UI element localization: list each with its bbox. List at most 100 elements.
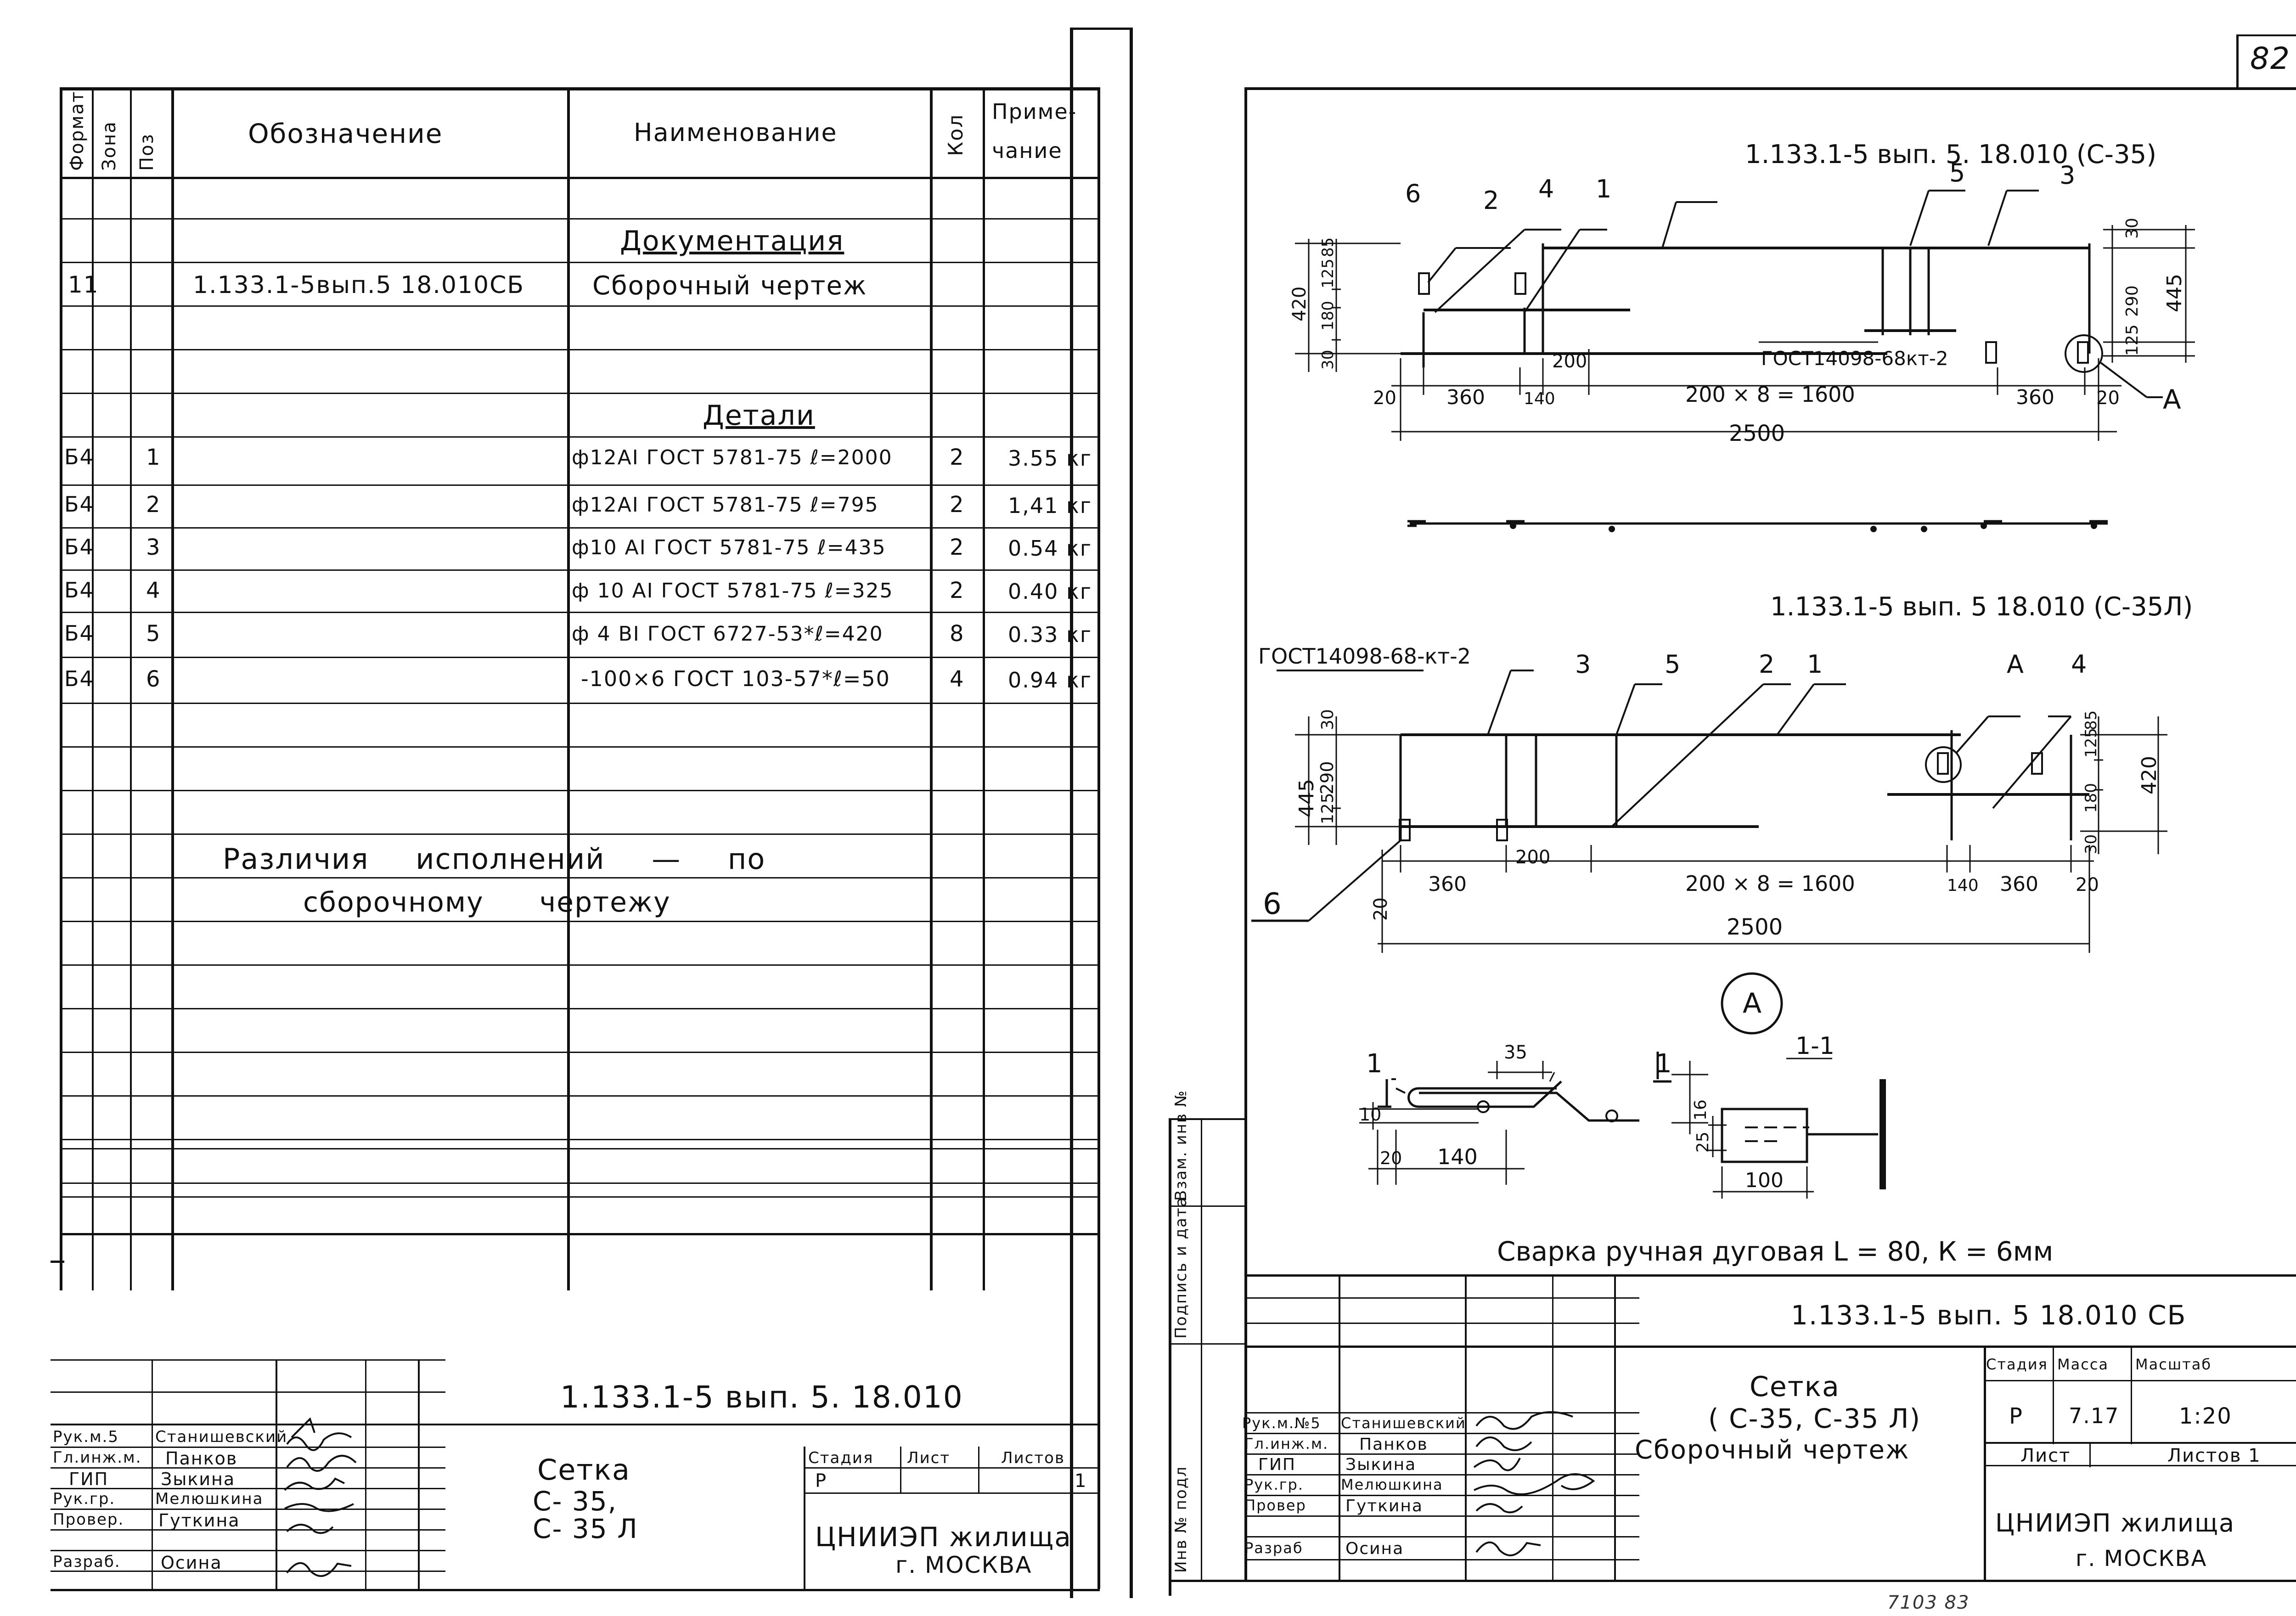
detail-format: Б4 — [64, 445, 94, 469]
view-2-mesh — [1251, 670, 2089, 922]
detail-qty: 8 — [950, 621, 965, 647]
dim-text: 200 — [1515, 847, 1550, 868]
dim-text: 25 — [1694, 1132, 1712, 1153]
person-name: Панков — [165, 1448, 238, 1469]
dim-text: 360 — [2000, 873, 2038, 896]
right-title-line-2: ( С-35, С-35 Л) — [1708, 1403, 1921, 1434]
person-name: Зыкина — [161, 1469, 236, 1489]
dim-text: 85 — [1319, 237, 1337, 257]
col-note-header-1: Приме- — [992, 99, 1077, 124]
sheet-label: Лист — [907, 1449, 951, 1467]
detail-qty: 2 — [950, 445, 965, 470]
left-title-line-2: С- 35, — [533, 1486, 618, 1517]
dim-text: 360 — [2016, 386, 2054, 409]
detail-format: Б4 — [64, 666, 94, 691]
dim-text: 200 × 8 = 1600 — [1685, 871, 1855, 896]
left-title-code: 1.133.1-5 вып. 5. 18.010 — [560, 1380, 963, 1415]
detail-format: Б4 — [64, 492, 94, 517]
dim-text: 2500 — [1727, 914, 1783, 940]
dim-text: 30 — [1319, 350, 1337, 370]
dim-text: 290 — [2123, 285, 2142, 317]
view-1-mesh — [1401, 190, 2163, 398]
stage-value: Р — [815, 1470, 827, 1492]
page-number: 82 — [2250, 41, 2290, 76]
variants-note-line-2: сборочному чертежу — [303, 886, 671, 918]
callout-text: 3 — [1575, 650, 1591, 679]
dim-text: 360 — [1446, 386, 1485, 409]
dim-text: 360 — [1428, 873, 1467, 896]
detail-qty: 2 — [950, 535, 965, 560]
dim-text: 290 — [1317, 761, 1337, 794]
callout-text: 6 — [1405, 179, 1421, 208]
dim-text: 20 — [2076, 874, 2099, 895]
right-title-code: 1.133.1-5 вып. 5 18.010 СБ — [1791, 1300, 2187, 1331]
callout-text: 4 — [2071, 650, 2087, 679]
dim-text: 30 — [2082, 834, 2100, 854]
sheets-label: Листов 1 — [2167, 1445, 2261, 1466]
org-name: ЦНИИЭП жилища — [1995, 1509, 2235, 1537]
view-2-gost: ГОСТ14098-68-кт-2 — [1258, 644, 1471, 669]
dim-text: 200 × 8 = 1600 — [1685, 382, 1855, 407]
dim-text: 35 — [1504, 1042, 1527, 1063]
col-name-header: Наименование — [634, 118, 838, 147]
callout-text: 5 — [1665, 650, 1680, 679]
mass-label: Масса — [2057, 1356, 2109, 1373]
doc-row-format: 11 — [68, 271, 99, 298]
dim-text: 85 — [2082, 710, 2100, 730]
role-label: Гл.инж.м. — [53, 1448, 142, 1467]
col-format-header: Формат — [67, 90, 88, 171]
role-label: Рук.гр. — [53, 1490, 116, 1508]
dim-text: 200 — [1552, 351, 1587, 372]
detail-pos: 5 — [146, 621, 161, 647]
detail-name: ф 10 АI ГОСТ 5781-75 ℓ=325 — [572, 579, 894, 602]
stage-label: Стадия — [1986, 1356, 2048, 1373]
detail-name: -100×6 ГОСТ 103-57*ℓ=50 — [581, 666, 890, 691]
callout-text: 1 — [1596, 175, 1611, 203]
detail-a-drawing — [1359, 1052, 1708, 1185]
dim-text: 20 — [1373, 388, 1396, 409]
role-label: Провер. — [53, 1510, 124, 1529]
sheets-value: 1 — [1075, 1470, 1087, 1492]
detail-note: 1,41 кг — [1008, 493, 1092, 518]
person-name: Мелюшкина — [1341, 1476, 1443, 1493]
role-label: Гл.инж.м. — [1244, 1435, 1329, 1453]
signatures — [284, 1417, 357, 1577]
detail-name: ф 4 ВI ГОСТ 6727-53*ℓ=420 — [572, 622, 884, 646]
side-stamp-inv: Инв № подл — [1172, 1466, 1190, 1573]
dim-text: 100 — [1745, 1169, 1784, 1192]
person-name: Мелюшкина — [155, 1490, 264, 1508]
section-details: Детали — [703, 400, 815, 432]
detail-mark-text: А — [2163, 384, 2181, 415]
weld-note: Сварка ручная дуговая L = 80, К = 6мм — [1497, 1236, 2053, 1267]
callout-text: 1 — [1807, 650, 1823, 679]
detail-qty: 4 — [950, 666, 965, 692]
dim-text: 125 — [1318, 793, 1337, 824]
col-designation-header: Обозначение — [248, 118, 443, 149]
role-label: Провер — [1244, 1497, 1306, 1514]
dim-text: 180 — [2082, 783, 2100, 813]
detail-note: 0.33 кг — [1008, 622, 1092, 647]
side-stamp-sign-date: Подпись и дата — [1172, 1196, 1190, 1339]
side-stamp-replace: Взам. инв № — [1172, 1089, 1190, 1201]
detail-note: 3.55 кг — [1008, 446, 1092, 471]
sheets-label: Листов — [1001, 1449, 1065, 1467]
detail-name: ф12АI ГОСТ 5781-75 ℓ=795 — [572, 493, 879, 517]
section-documentation: Документация — [620, 225, 844, 257]
role-label: Рук.м.№5 — [1242, 1414, 1321, 1432]
detail-format: Б4 — [64, 578, 94, 602]
signatures — [1473, 1411, 1595, 1556]
col-zone-header: Зона — [99, 121, 120, 171]
sheet-label: Лист — [2020, 1445, 2071, 1466]
person-name: Панков — [1359, 1435, 1428, 1454]
dim-text: 420 — [1289, 287, 1310, 321]
callout-text: 6 — [1263, 887, 1282, 921]
scale-value: 1:20 — [2179, 1403, 2232, 1429]
dim-text: 10 — [1359, 1104, 1381, 1125]
callout-text: 5 — [1949, 158, 1965, 187]
callout-text: 2 — [1759, 650, 1774, 679]
stage-value: Р — [2009, 1403, 2023, 1429]
detail-qty: 2 — [950, 578, 965, 603]
dim-text: 20 — [1380, 1148, 1402, 1168]
mass-value: 7.17 — [2069, 1403, 2120, 1428]
person-name: Гуткина — [1345, 1497, 1423, 1515]
